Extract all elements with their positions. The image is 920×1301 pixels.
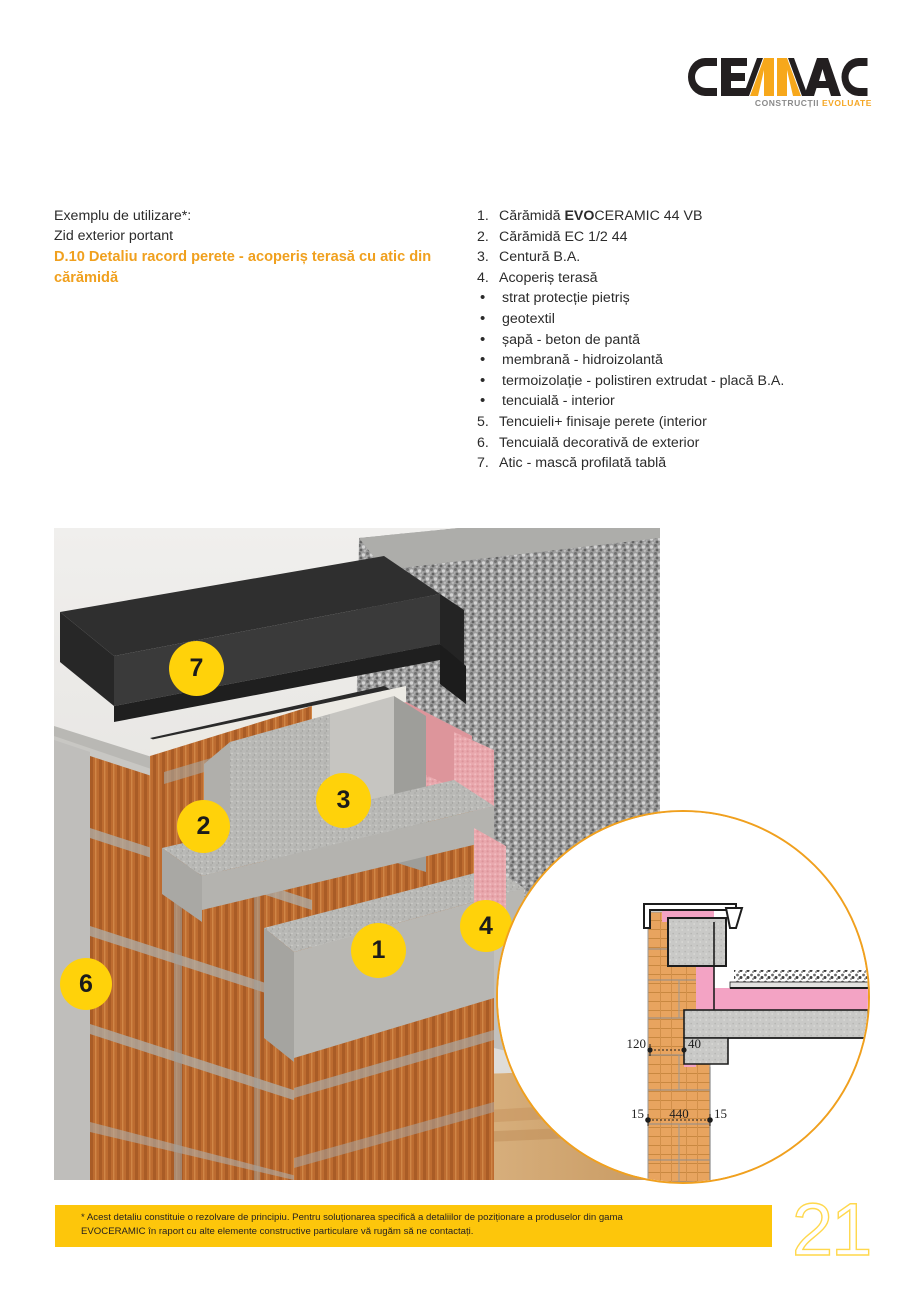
legend-item: 1. Cărămidă EVOCERAMIC 44 VB <box>477 206 877 227</box>
legend-item-label-pre: Cărămidă <box>499 208 565 224</box>
illustration-svg <box>54 528 660 1180</box>
inset-dimension-120: 120 <box>627 1036 647 1051</box>
cemacon-logo: CONSTRUCȚII EVOLUATE <box>686 58 872 114</box>
legend-item: 5. Tencuieli+ finisaje perete (interior <box>477 412 877 433</box>
legend-item-label: strat protecție pietriș <box>502 290 630 307</box>
legend-number-marker: 5. <box>477 413 489 430</box>
intro-line-1: Exemplu de utilizare*: <box>54 208 192 224</box>
intro-block: Exemplu de utilizare*: Zid exterior port… <box>54 206 454 288</box>
legend-item: • tencuială - interior <box>477 391 877 412</box>
legend-item-label-post: CERAMIC 44 VB <box>594 208 703 224</box>
callout-badge-6: 6 <box>60 958 112 1010</box>
logo-wordmark <box>686 58 872 96</box>
logo-tagline-prefix: CONSTRUCȚII <box>754 98 822 108</box>
legend-bullet-marker: • <box>480 289 486 307</box>
legend-item: 2. Cărămidă EC 1/2 44 <box>477 227 877 248</box>
detail-inset-circle: 120 40 15 440 15 <box>496 810 870 1184</box>
logo-tagline: CONSTRUCȚII EVOLUATE <box>755 98 872 108</box>
legend-list: 1. Cărămidă EVOCERAMIC 44 VB 2. Cărămidă EC… <box>477 206 877 474</box>
inset-dimension-440: 440 <box>669 1106 689 1121</box>
legend-item-label: membrană - hidroizolantă <box>502 352 663 369</box>
intro-line-2: Zid exterior portant <box>54 228 174 244</box>
legend-bullet-marker: • <box>480 309 486 327</box>
legend-item-label: Acoperiș terasă <box>499 269 598 286</box>
legend-item-label: șapă - beton de pantă <box>502 331 641 348</box>
detail-illustration <box>54 528 660 1180</box>
legend-item-label: Tencuieli+ finisaje perete (interior <box>499 413 707 430</box>
legend-item: 3. Centură B.A. <box>477 247 877 268</box>
legend-item: 4. Acoperiș terasă <box>477 268 877 289</box>
footnote-line-1: * Acest detaliu constituie o rezolvare d… <box>81 1212 623 1223</box>
legend-item-label: termoizolație - polistiren extrudat - pl… <box>502 372 785 389</box>
legend-number-marker: 2. <box>477 228 489 245</box>
callout-badge-1: 1 <box>351 923 406 978</box>
legend-number-marker: 3. <box>477 249 489 266</box>
legend-item: • strat protecție pietriș <box>477 288 877 309</box>
logo-wordmark-svg <box>688 58 868 96</box>
legend-item-label: tencuială - interior <box>502 393 615 410</box>
inset-dimension-40: 40 <box>688 1036 701 1051</box>
callout-badge-2: 2 <box>177 800 230 853</box>
page-title: D.10 Detaliu racord perete - acoperiș te… <box>54 249 432 286</box>
legend-item: • șapă - beton de pantă <box>477 330 877 351</box>
legend-block: 1. Cărămidă EVOCERAMIC 44 VB 2. Cărămidă EC… <box>477 206 877 474</box>
legend-item: • geotextil <box>477 309 877 330</box>
footnote-banner: * Acest detaliu constituie o rezolvare d… <box>55 1205 772 1247</box>
legend-number-marker: 7. <box>477 455 489 472</box>
footnote-line-2: EVOCERAMIC în raport cu alte elemente co… <box>81 1225 474 1237</box>
page-number: 21 <box>791 1188 873 1271</box>
legend-item: 6. Tencuială decorativă de exterior <box>477 433 877 454</box>
legend-bullet-marker: • <box>480 330 486 348</box>
legend-item-label: geotextil <box>502 310 555 327</box>
legend-item-label: Centură B.A. <box>499 249 581 266</box>
legend-item: • termoizolație - polistiren extrudat - p… <box>477 371 877 392</box>
logo-tagline-bold: EVOLUATE <box>821 98 872 108</box>
legend-item: • membrană - hidroizolantă <box>477 350 877 371</box>
legend-item: 7. Atic - mască profilată tablă <box>477 453 877 474</box>
legend-number-marker: 1. <box>477 208 489 224</box>
inset-section-svg: 120 40 15 440 15 <box>498 812 868 1182</box>
legend-item-label: Cărămidă EC 1/2 44 <box>499 228 628 245</box>
legend-number-marker: 4. <box>477 269 489 286</box>
legend-item-label: Cărămidă EVOCERAMIC 44 VB <box>499 206 877 227</box>
callout-badge-3: 3 <box>316 773 371 828</box>
legend-number-marker: 6. <box>477 434 489 451</box>
inset-dimension-15-left: 15 <box>631 1106 644 1121</box>
legend-bullet-marker: • <box>480 351 486 369</box>
callout-badge-7: 7 <box>169 641 224 696</box>
legend-item-label: Tencuială decorativă de exterior <box>499 434 700 451</box>
legend-item-label-bold: EVO <box>564 208 595 224</box>
legend-item-label: Atic - mască profilată tablă <box>499 455 667 472</box>
legend-bullet-marker: • <box>480 371 486 389</box>
legend-bullet-marker: • <box>480 392 486 410</box>
inset-dimension-15-right: 15 <box>714 1106 727 1121</box>
